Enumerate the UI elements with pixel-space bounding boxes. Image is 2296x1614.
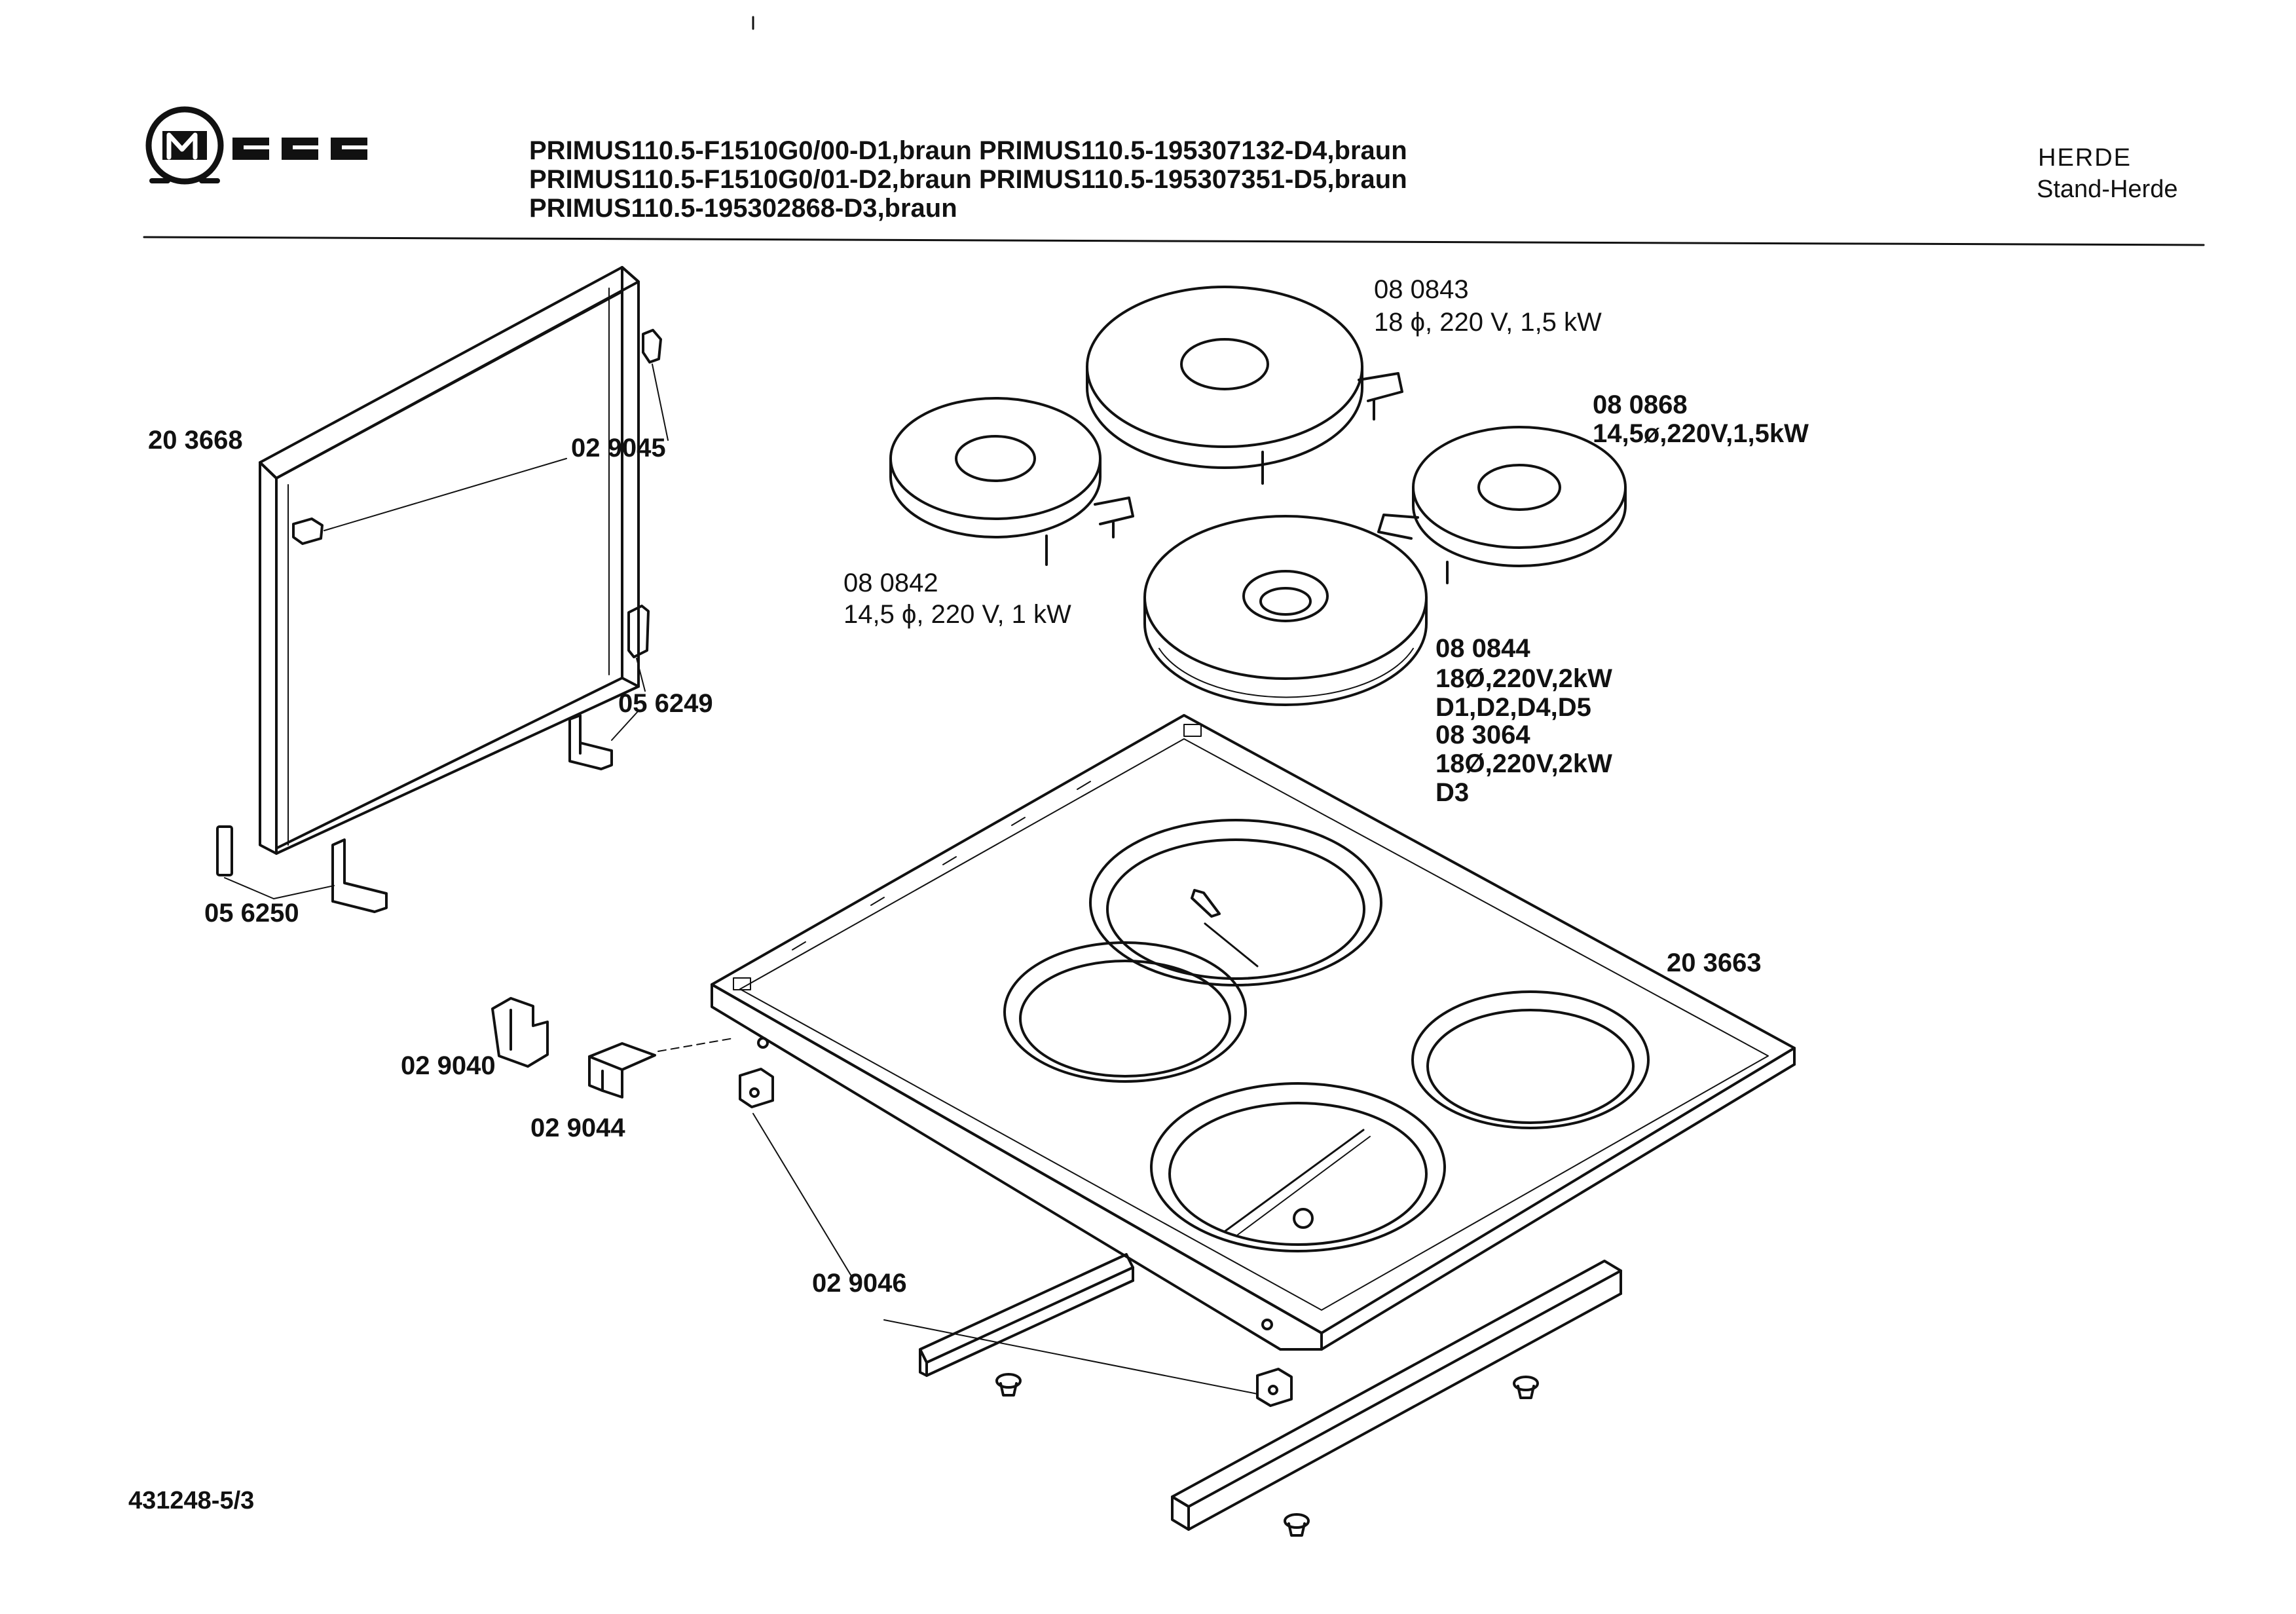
label-083064-variants: D3 [1435,778,1470,807]
clip-029046-a [739,1068,774,1108]
label-029046: 02 9046 [812,1269,907,1298]
label-080842-spec: 14,5 ϕ, 220 V, 1 kW [843,600,1071,629]
hob-top [711,714,1796,1351]
bracket-056249-a [627,605,650,658]
bracket-056250-b [331,838,388,913]
back-panel-frame [259,266,640,855]
label-203663: 20 3663 [1667,948,1762,977]
rail-left [919,1253,1134,1377]
label-080868-num: 08 0868 [1593,390,1688,419]
label-029040: 02 9040 [401,1051,496,1080]
leader-056249-b [611,710,639,741]
clip-029045-a [642,329,662,364]
leader-029046-b [883,1319,1258,1395]
label-080844-variants: D1,D2,D4,D5 [1435,693,1591,722]
subcategory-label: Stand-Herde [2037,176,2178,203]
model-line-1: PRIMUS110.5-F1510G0/00-D1,braun PRIMUS11… [529,136,1407,165]
label-080843-num: 08 0843 [1374,275,1469,304]
leader-056249-a [636,658,646,692]
hotplate-080868 [1377,426,1627,584]
screw-a [995,1373,1022,1397]
leader-029045-b [324,458,567,531]
label-056249: 05 6249 [618,689,713,718]
label-029044: 02 9044 [530,1114,625,1142]
neff-logo [145,106,368,185]
leader-029046-a [752,1113,852,1277]
label-083064-spec: 18Ø,220V,2kW [1435,749,1612,778]
clip-029040 [491,997,549,1068]
label-083064-num: 08 3064 [1435,721,1530,749]
leader-056250-a [224,877,274,899]
label-056250: 05 6250 [204,899,299,928]
clip-029046-b [1256,1368,1293,1407]
document-number: 431248-5/3 [128,1487,255,1514]
model-line-3: PRIMUS110.5-195302868-D3,braun [529,194,957,223]
leader-dash-029044 [657,1038,734,1052]
label-029045: 02 9045 [571,434,666,462]
clip-029045-b [292,517,324,545]
label-080868-spec: 14,5ø,220V,1,5kW [1593,419,1809,448]
bracket-056249-b [568,714,613,770]
hotplate-080843 [1086,286,1403,485]
label-080842-num: 08 0842 [843,569,938,597]
label-080844-num: 08 0844 [1435,634,1530,663]
label-080843-spec: 18 ϕ, 220 V, 1,5 kW [1374,308,1602,337]
label-203668: 20 3668 [148,426,243,455]
screw-b [1513,1376,1539,1399]
label-080844-spec: 18Ø,220V,2kW [1435,664,1612,693]
hotplate-080842 [889,397,1134,566]
header-rule [143,236,2205,246]
rail-right [1171,1260,1622,1531]
bracket-056250-a [216,825,233,876]
screw-c [1284,1513,1310,1537]
category-label: HERDE [2038,144,2132,172]
leader-056250-b [273,885,335,899]
model-line-2: PRIMUS110.5-F1510G0/01-D2,braun PRIMUS11… [529,165,1407,194]
clip-029044 [588,1042,656,1098]
hotplate-080844 [1143,515,1428,706]
leader-029045-a [652,364,669,441]
